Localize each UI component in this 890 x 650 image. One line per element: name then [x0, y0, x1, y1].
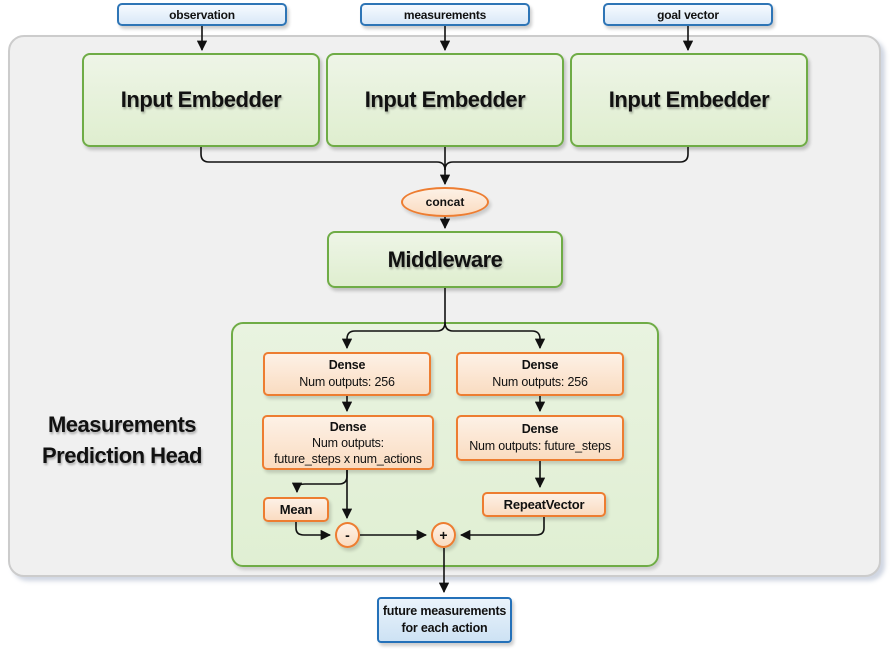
- add-op-label: +: [439, 527, 448, 543]
- input-node-measurements-label: measurements: [403, 7, 487, 22]
- input-embedder-3-label: Input Embedder: [608, 87, 770, 112]
- input-embedder-1: Input Embedder: [82, 53, 320, 147]
- subtract-op-node: -: [335, 522, 360, 548]
- dense-left-1-title: Dense: [328, 358, 366, 372]
- repeat-vector-label: RepeatVector: [503, 497, 585, 512]
- prediction-head-title-line2: Prediction Head: [42, 443, 202, 468]
- input-node-observation: observation: [117, 3, 287, 26]
- input-node-observation-label: observation: [169, 7, 235, 22]
- middleware-node: Middleware: [327, 231, 563, 288]
- dense-left-2: Dense Num outputs: future_steps x num_ac…: [262, 415, 434, 470]
- dense-right-2-sub: Num outputs: future_steps: [469, 439, 611, 453]
- input-node-measurements: measurements: [360, 3, 530, 26]
- input-node-goal-vector: goal vector: [603, 3, 773, 26]
- concat-node: concat: [401, 187, 489, 217]
- dense-right-1-sub: Num outputs: 256: [492, 375, 588, 389]
- dense-right-2-title: Dense: [521, 422, 559, 436]
- dense-left-2-sub1: Num outputs:: [312, 435, 384, 450]
- dense-left-1-sub: Num outputs: 256: [299, 375, 395, 389]
- dense-right-2: Dense Num outputs: future_steps: [456, 415, 624, 461]
- middleware-label: Middleware: [387, 246, 503, 272]
- input-embedder-2: Input Embedder: [326, 53, 564, 147]
- input-node-goal-vector-label: goal vector: [657, 7, 719, 22]
- input-embedder-1-label: Input Embedder: [120, 87, 282, 112]
- mean-label: Mean: [279, 502, 313, 517]
- output-node: future measurements for each action: [377, 597, 512, 643]
- input-embedder-3: Input Embedder: [570, 53, 808, 147]
- subtract-op-label: -: [345, 527, 350, 543]
- prediction-head-title: Measurements Prediction Head: [20, 409, 224, 471]
- dense-right-1-title: Dense: [521, 358, 559, 372]
- prediction-head-title-line1: Measurements: [47, 412, 197, 437]
- input-embedder-2-label: Input Embedder: [364, 87, 526, 112]
- dense-right-1: Dense Num outputs: 256: [456, 352, 624, 396]
- mean-node: Mean: [263, 497, 329, 522]
- dense-left-2-title: Dense: [329, 419, 367, 434]
- output-label-line1: future measurements: [382, 604, 507, 618]
- repeat-vector-node: RepeatVector: [482, 492, 606, 517]
- add-op-node: +: [431, 522, 456, 548]
- dense-left-2-sub2: future_steps x num_actions: [274, 451, 422, 466]
- concat-label: concat: [425, 195, 465, 209]
- dense-left-1: Dense Num outputs: 256: [263, 352, 431, 396]
- output-label-line2: for each action: [401, 621, 488, 635]
